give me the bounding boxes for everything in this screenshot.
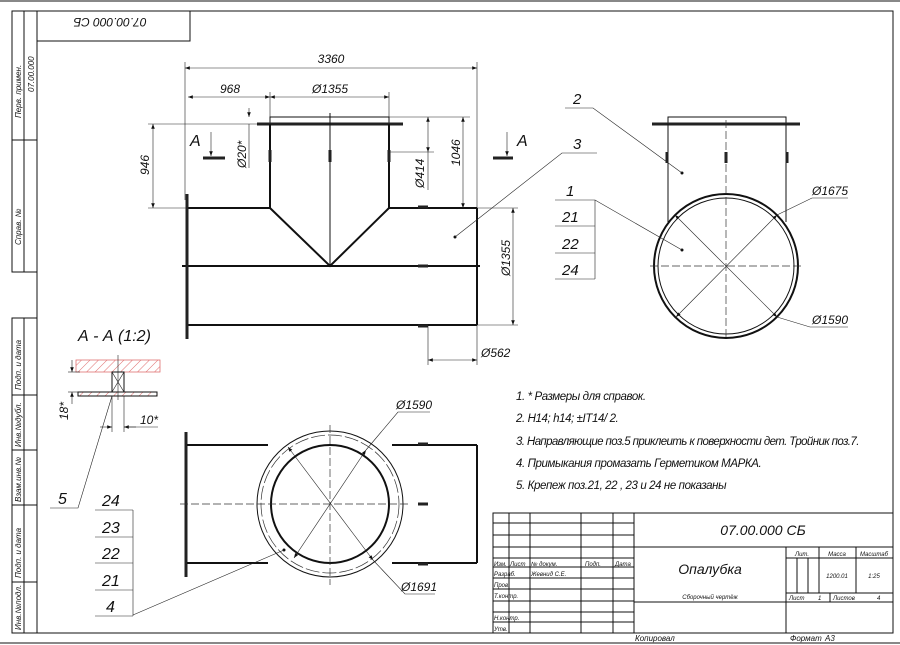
top-stamp: 07.00.000 СБ [36,10,191,42]
dim-1046: 1046 [449,139,463,166]
developer-name: Жевнид С.Е. [530,572,566,578]
section-a-a: А - А (1:2) 10* 18* 5 [50,328,161,509]
header-list: Лист [509,562,525,568]
format-value: А3 [824,634,835,643]
dim-414: Ø414 [413,158,427,189]
inv-dubl-label: Инв.№дубл. [14,402,23,447]
dim-946: 946 [138,155,152,175]
dim-1590-top: Ø1590 [395,398,432,412]
role-norm-control: Н.контр. [494,616,519,622]
scale-value: 1:25 [868,574,880,580]
callout-1: 1 [566,183,574,200]
section-mark-left: A [189,133,201,150]
sprav-no-label: Справ. № [14,208,23,245]
scale-label: Масштаб [860,552,889,558]
callout-21: 21 [561,209,579,226]
mass-label: Масса [828,552,846,558]
callout-5: 5 [58,491,67,508]
dim-overall-length: 3360 [318,52,345,66]
role-checker: Пров. [494,583,510,589]
mass-value: 1200.01 [826,574,848,580]
dim-1675: Ø1675 [811,184,848,198]
sheets-label: Листов [832,596,855,602]
front-view: 3360 968 Ø1355 946 Ø20* [138,52,597,365]
section-title: А - А (1:2) [77,328,151,345]
note-3: 3. Направляющие поз.5 приклеить к поверх… [516,436,859,448]
dim-1590-side: Ø1590 [811,313,848,327]
side-view: Ø1675 Ø1590 2 1 21 22 24 [555,91,848,340]
callout-21-top: 21 [101,573,120,590]
technical-notes: 1. * Размеры для справок. 2. H14; h14; ±… [515,391,859,492]
header-sign: Подп. [585,562,601,568]
lit-label: Лит. [794,552,809,558]
sheet-number: 1 [818,596,821,602]
section-mark-right: A [516,133,528,150]
note-4: 4. Примыкания промазать Герметиком МАРКА… [516,458,761,470]
product-name: Опалубка [678,561,742,577]
title-block: 07.00.000 СБ Опалубка Сборочный чертёж И… [492,512,894,643]
role-approved: Утв. [493,627,508,633]
top-view: Ø1590 Ø1691 24 23 22 21 4 [95,398,478,617]
role-developer: Разраб. [494,572,516,578]
dim-20: Ø20* [235,140,249,169]
stamp-designation: 07.00.000 СБ [73,15,146,29]
inv-podl-label: Инв.№подл. [14,585,23,630]
header-doc-no: № докум. [531,561,557,568]
note-2: 2. H14; h14; ±IT14/ 2. [515,413,618,425]
sheet-label: Лист [788,596,804,602]
sheets-count: 4 [877,596,881,602]
header-date: Дата [614,562,631,568]
header-izm: Изм. [494,562,507,568]
callout-2: 2 [572,91,582,108]
perv-primen-label: Перв. примен. [14,65,23,118]
callout-24: 24 [561,262,579,279]
dim-1691: Ø1691 [400,580,437,594]
dim-branch-diameter: Ø1355 [311,82,348,96]
callout-22: 22 [561,236,579,253]
dim-18: 18* [57,402,71,420]
document-type: Сборочный чертёж [682,594,738,601]
vzam-inv-label: Взам.инв.№ [14,457,23,502]
note-1: 1. * Размеры для справок. [516,391,646,403]
podp-data-label-1: Подп. и дата [14,339,23,390]
note-5: 5. Крепеж поз.21, 22 , 23 и 24 не показа… [516,480,727,492]
role-tech-control: Т.контр. [494,594,518,600]
callout-3: 3 [573,136,582,153]
dim-968: 968 [220,82,240,96]
dim-10: 10* [140,413,158,427]
designation: 07.00.000 СБ [720,522,805,538]
callout-22-top: 22 [101,546,120,563]
callout-24-top: 24 [101,493,120,510]
podp-data-label-2: Подп. и дата [14,527,23,578]
dim-562: Ø562 [480,346,511,360]
format-label: Формат [790,634,822,643]
dim-main-diameter: Ø1355 [499,240,513,277]
callout-4: 4 [106,599,115,616]
copied-label: Копировал [635,634,675,643]
left-strip: Перв. примен. 07.00.000 Справ. № Подп. и… [11,10,38,634]
perv-primen-value: 07.00.000 [27,56,36,92]
callout-23: 23 [101,520,120,537]
